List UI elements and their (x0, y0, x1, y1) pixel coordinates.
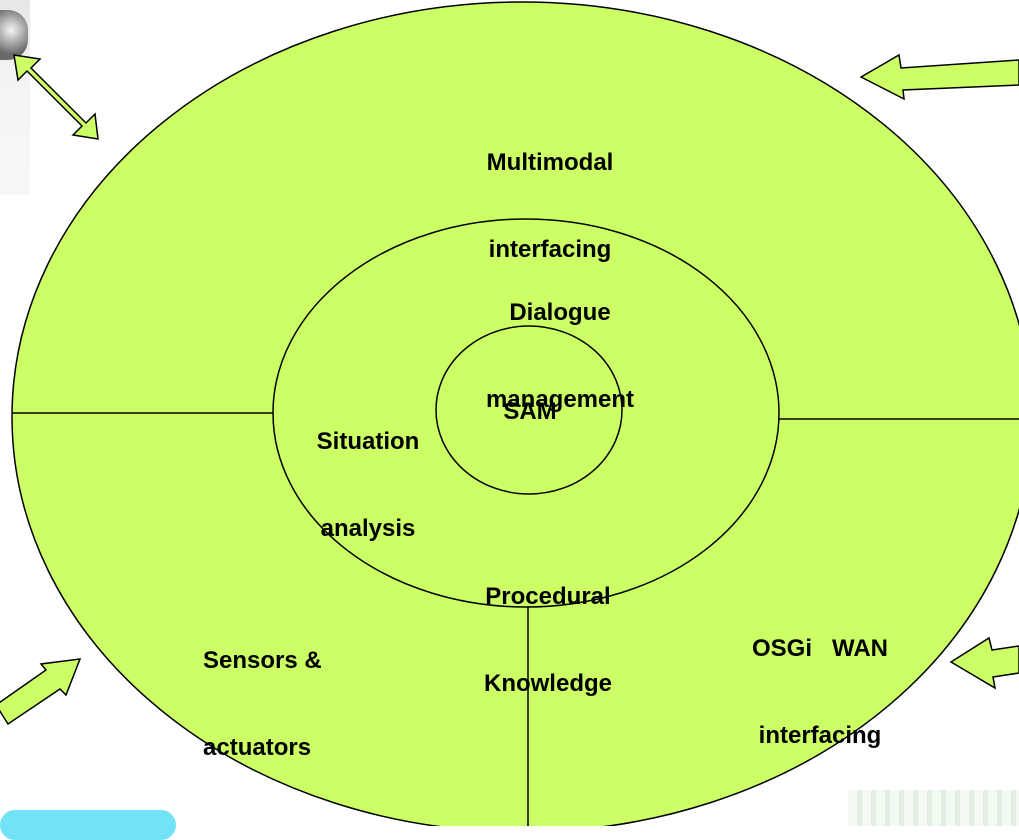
label-procedural-knowledge: Procedural Knowledge (448, 524, 648, 727)
device-photo-fragment (0, 0, 30, 195)
label-multimodal-line2: interfacing (488, 236, 612, 263)
label-sam: SAM (503, 398, 557, 425)
label-procedural-line2: Knowledge (483, 670, 612, 697)
label-dialogue-line1: Dialogue (509, 299, 611, 326)
label-osgi-wan-interfacing: OSGi WAN interfacing (715, 576, 925, 779)
label-multimodal-interfacing: Multimodal interfacing (470, 90, 630, 293)
photo-fragment-bottom-right (848, 790, 1019, 826)
label-sensors-line2: actuators (203, 734, 312, 761)
label-osgi-line1: OSGi WAN (751, 635, 888, 662)
label-procedural-line1: Procedural (485, 583, 611, 610)
label-situation-line2: analysis (320, 515, 416, 542)
label-osgi-line2: interfacing (758, 722, 882, 749)
left-arrow-icon (949, 636, 1019, 690)
inner-core (435, 325, 623, 495)
up-right-arrow-icon (0, 658, 82, 726)
label-situation-analysis: Situation analysis (298, 369, 438, 572)
double-headed-arrow-icon (13, 54, 99, 140)
highlight-bar (0, 810, 176, 840)
label-dialogue-line2: management (485, 386, 635, 413)
label-situation-line1: Situation (316, 428, 420, 455)
device-photo-knob (0, 10, 28, 60)
left-arrow-icon (859, 53, 1019, 101)
label-multimodal-line1: Multimodal (486, 149, 614, 176)
label-sensors-line1: Sensors & (203, 647, 322, 674)
label-dialogue-management: Dialogue management (460, 240, 660, 443)
label-sensors-actuators: Sensors & actuators (203, 588, 322, 791)
